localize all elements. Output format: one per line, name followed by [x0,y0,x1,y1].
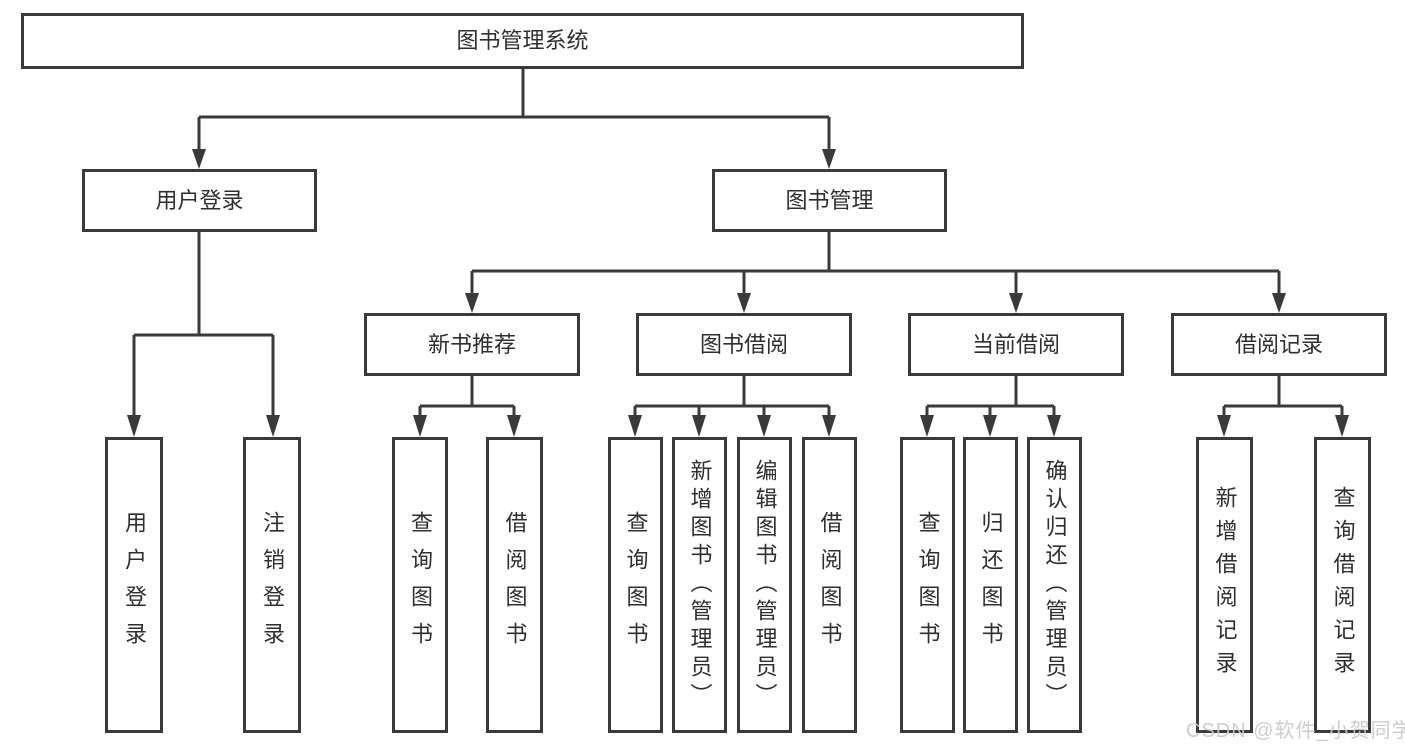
arrowheads [127,149,1349,437]
csdn-watermark: CSDN @软件_小贺同学 [1186,720,1405,742]
leaf-label: 查询图书 [408,511,433,659]
node-book-management: 图书管理 [712,169,947,232]
leaf-return-books: 归还图书 [963,437,1018,733]
node-library-management-system: 图书管理系统 [21,13,1024,69]
leaf-label: 确认归还（管理员） [1042,459,1068,711]
leaf-label: 注销登录 [260,511,285,659]
leaf-label: 新增图书（管理员） [687,459,713,711]
leaf-confirm-return-admin: 确认归还（管理员） [1027,437,1082,733]
leaf-label: 借阅图书 [502,511,528,659]
leaf-label: 用户登录 [122,511,147,659]
leaf-label: 新增借阅记录 [1212,486,1238,684]
leaf-query-books-recommend: 查询图书 [392,437,448,733]
leaf-query-books-borrowing: 查询图书 [608,437,663,733]
leaf-label: 编辑图书（管理员） [752,459,778,711]
node-borrowing-records: 借阅记录 [1171,313,1387,376]
leaf-label: 借阅图书 [817,511,843,659]
leaf-add-books-admin: 新增图书（管理员） [672,437,727,733]
leaf-query-books-current: 查询图书 [900,437,955,733]
leaf-label: 查询借阅记录 [1330,486,1356,684]
node-user-login: 用户登录 [82,169,317,232]
node-book-borrowing: 图书借阅 [636,313,852,376]
leaf-label: 查询图书 [915,511,941,659]
node-new-book-recommendation: 新书推荐 [364,313,580,376]
leaf-label: 查询图书 [623,511,649,659]
leaf-add-borrow-record: 新增借阅记录 [1196,437,1253,733]
leaf-label: 归还图书 [978,511,1004,659]
leaf-query-borrow-record: 查询借阅记录 [1314,437,1371,733]
leaf-edit-books-admin: 编辑图书（管理员） [737,437,792,733]
leaf-borrow-books-recommend: 借阅图书 [486,437,543,733]
leaf-logout: 注销登录 [243,437,301,733]
node-current-borrowing: 当前借阅 [908,313,1124,376]
leaf-user-login: 用户登录 [105,437,163,733]
leaf-borrow-books-borrowing: 借阅图书 [802,437,857,733]
